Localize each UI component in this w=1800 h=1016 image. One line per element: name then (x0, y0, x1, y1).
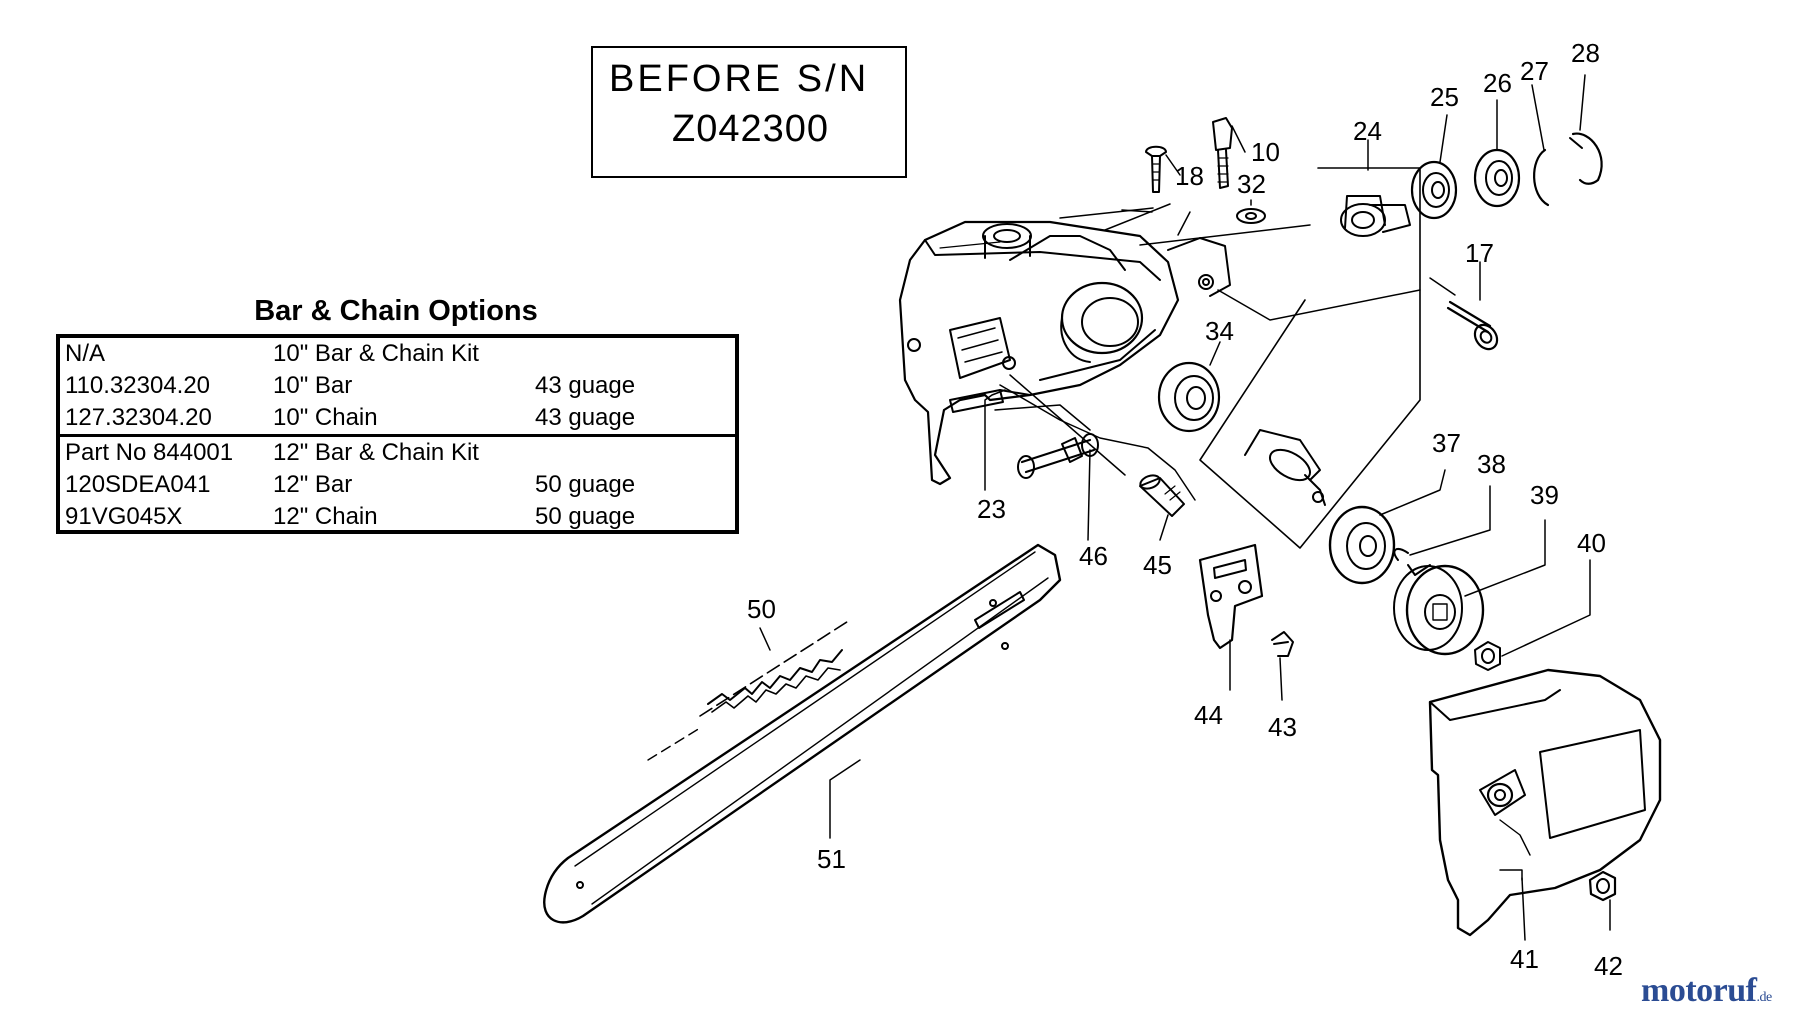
table-row: N/A 10" Bar & Chain Kit (60, 338, 735, 370)
options-title: Bar & Chain Options (254, 295, 538, 327)
callout-45: 45 (1143, 550, 1172, 580)
screw-18 (1145, 145, 1167, 193)
side-cover-41 (1428, 668, 1662, 937)
options-group-10in: N/A 10" Bar & Chain Kit 110.32304.20 10"… (60, 338, 735, 437)
gauge: 50 guage (535, 471, 636, 498)
logo-text: motoruf (1641, 972, 1757, 1009)
options-group-12in: Part No 844001 12" Bar & Chain Kit 120SD… (60, 437, 735, 530)
description: 10" Bar & Chain Kit (273, 340, 479, 367)
adjuster-pin-45 (1139, 474, 1185, 517)
gear-housing (898, 220, 1231, 486)
bearing-37 (1328, 505, 1396, 585)
description: 10" Chain (273, 404, 378, 431)
washer-32 (1236, 208, 1266, 224)
leader-lines (994, 203, 1456, 501)
callout-42: 42 (1594, 951, 1623, 981)
snap-ring-27 (1533, 148, 1550, 207)
screw-43 (1271, 631, 1294, 657)
callout-25: 25 (1430, 82, 1459, 112)
gauge: 43 guage (535, 404, 636, 431)
serial-line-2: Z042300 (672, 108, 830, 150)
table-row: Part No 844001 12" Bar & Chain Kit (60, 437, 735, 469)
callout-41: 41 (1510, 944, 1539, 974)
bearing-34 (1157, 361, 1221, 433)
callout-10: 10 (1251, 137, 1280, 167)
part-number: 120SDEA041 (65, 471, 211, 498)
ring-38 (1393, 548, 1409, 561)
bearing-25 (1410, 160, 1458, 220)
bearing-26 (1473, 148, 1521, 208)
logo-suffix: .de (1756, 990, 1772, 1005)
side-plate-44 (1198, 543, 1264, 650)
bolt-10 (1212, 117, 1233, 189)
callout-40: 40 (1577, 528, 1606, 558)
table-row: 110.32304.20 10" Bar 43 guage (60, 370, 735, 402)
table-row: 91VG045X 12" Chain 50 guage (60, 501, 735, 533)
shaft-assembly-24 (1199, 167, 1421, 549)
part-number: 127.32304.20 (65, 404, 212, 431)
callout-17: 17 (1465, 238, 1494, 268)
description: 12" Bar & Chain Kit (273, 439, 479, 466)
description: 10" Bar (273, 372, 353, 399)
callout-leaders (759, 74, 1611, 941)
callout-27: 27 (1520, 56, 1549, 86)
gauge: 43 guage (535, 372, 636, 399)
part-number: Part No 844001 (65, 439, 234, 466)
description: 12" Chain (273, 503, 378, 530)
serial-line-1: BEFORE S/N (609, 58, 870, 100)
gauge: 50 guage (535, 503, 636, 530)
callout-18: 18 (1175, 161, 1204, 191)
part-number: 110.32304.20 (65, 372, 211, 399)
callout-46: 46 (1079, 541, 1108, 571)
callout-26: 26 (1483, 68, 1512, 98)
nut-40 (1474, 641, 1501, 671)
bolt-17 (1446, 300, 1499, 351)
callout-43: 43 (1268, 712, 1297, 742)
callout-37: 37 (1432, 428, 1461, 458)
options-table: N/A 10" Bar & Chain Kit 110.32304.20 10"… (56, 334, 739, 534)
callout-51: 51 (817, 844, 846, 874)
callout-39: 39 (1530, 480, 1559, 510)
callout-32: 32 (1237, 169, 1266, 199)
callout-labels: 10 17 18 23 24 25 26 27 28 32 34 37 38 3… (747, 38, 1623, 981)
guide-bar-51 (543, 543, 1062, 924)
callout-34: 34 (1205, 316, 1234, 346)
callout-28: 28 (1571, 38, 1600, 68)
tensioner-46 (1017, 433, 1099, 479)
part-number: N/A (65, 340, 106, 367)
callout-50: 50 (747, 594, 776, 624)
nut-42 (1588, 870, 1617, 902)
callout-23: 23 (977, 494, 1006, 524)
site-logo[interactable]: motoruf.de (1641, 972, 1772, 1010)
callout-44: 44 (1194, 700, 1223, 730)
part-number: 91VG045X (65, 503, 183, 530)
callout-38: 38 (1477, 449, 1506, 479)
callout-24: 24 (1353, 116, 1382, 146)
table-row: 120SDEA041 12" Bar 50 guage (60, 469, 735, 501)
serial-number-box: BEFORE S/N Z042300 (591, 46, 907, 178)
clutch-drum-39 (1393, 564, 1485, 656)
saw-chain-50 (647, 619, 851, 761)
description: 12" Bar (273, 471, 353, 498)
table-row: 127.32304.20 10" Chain 43 guage (60, 402, 735, 434)
snap-ring-28 (1569, 132, 1603, 185)
